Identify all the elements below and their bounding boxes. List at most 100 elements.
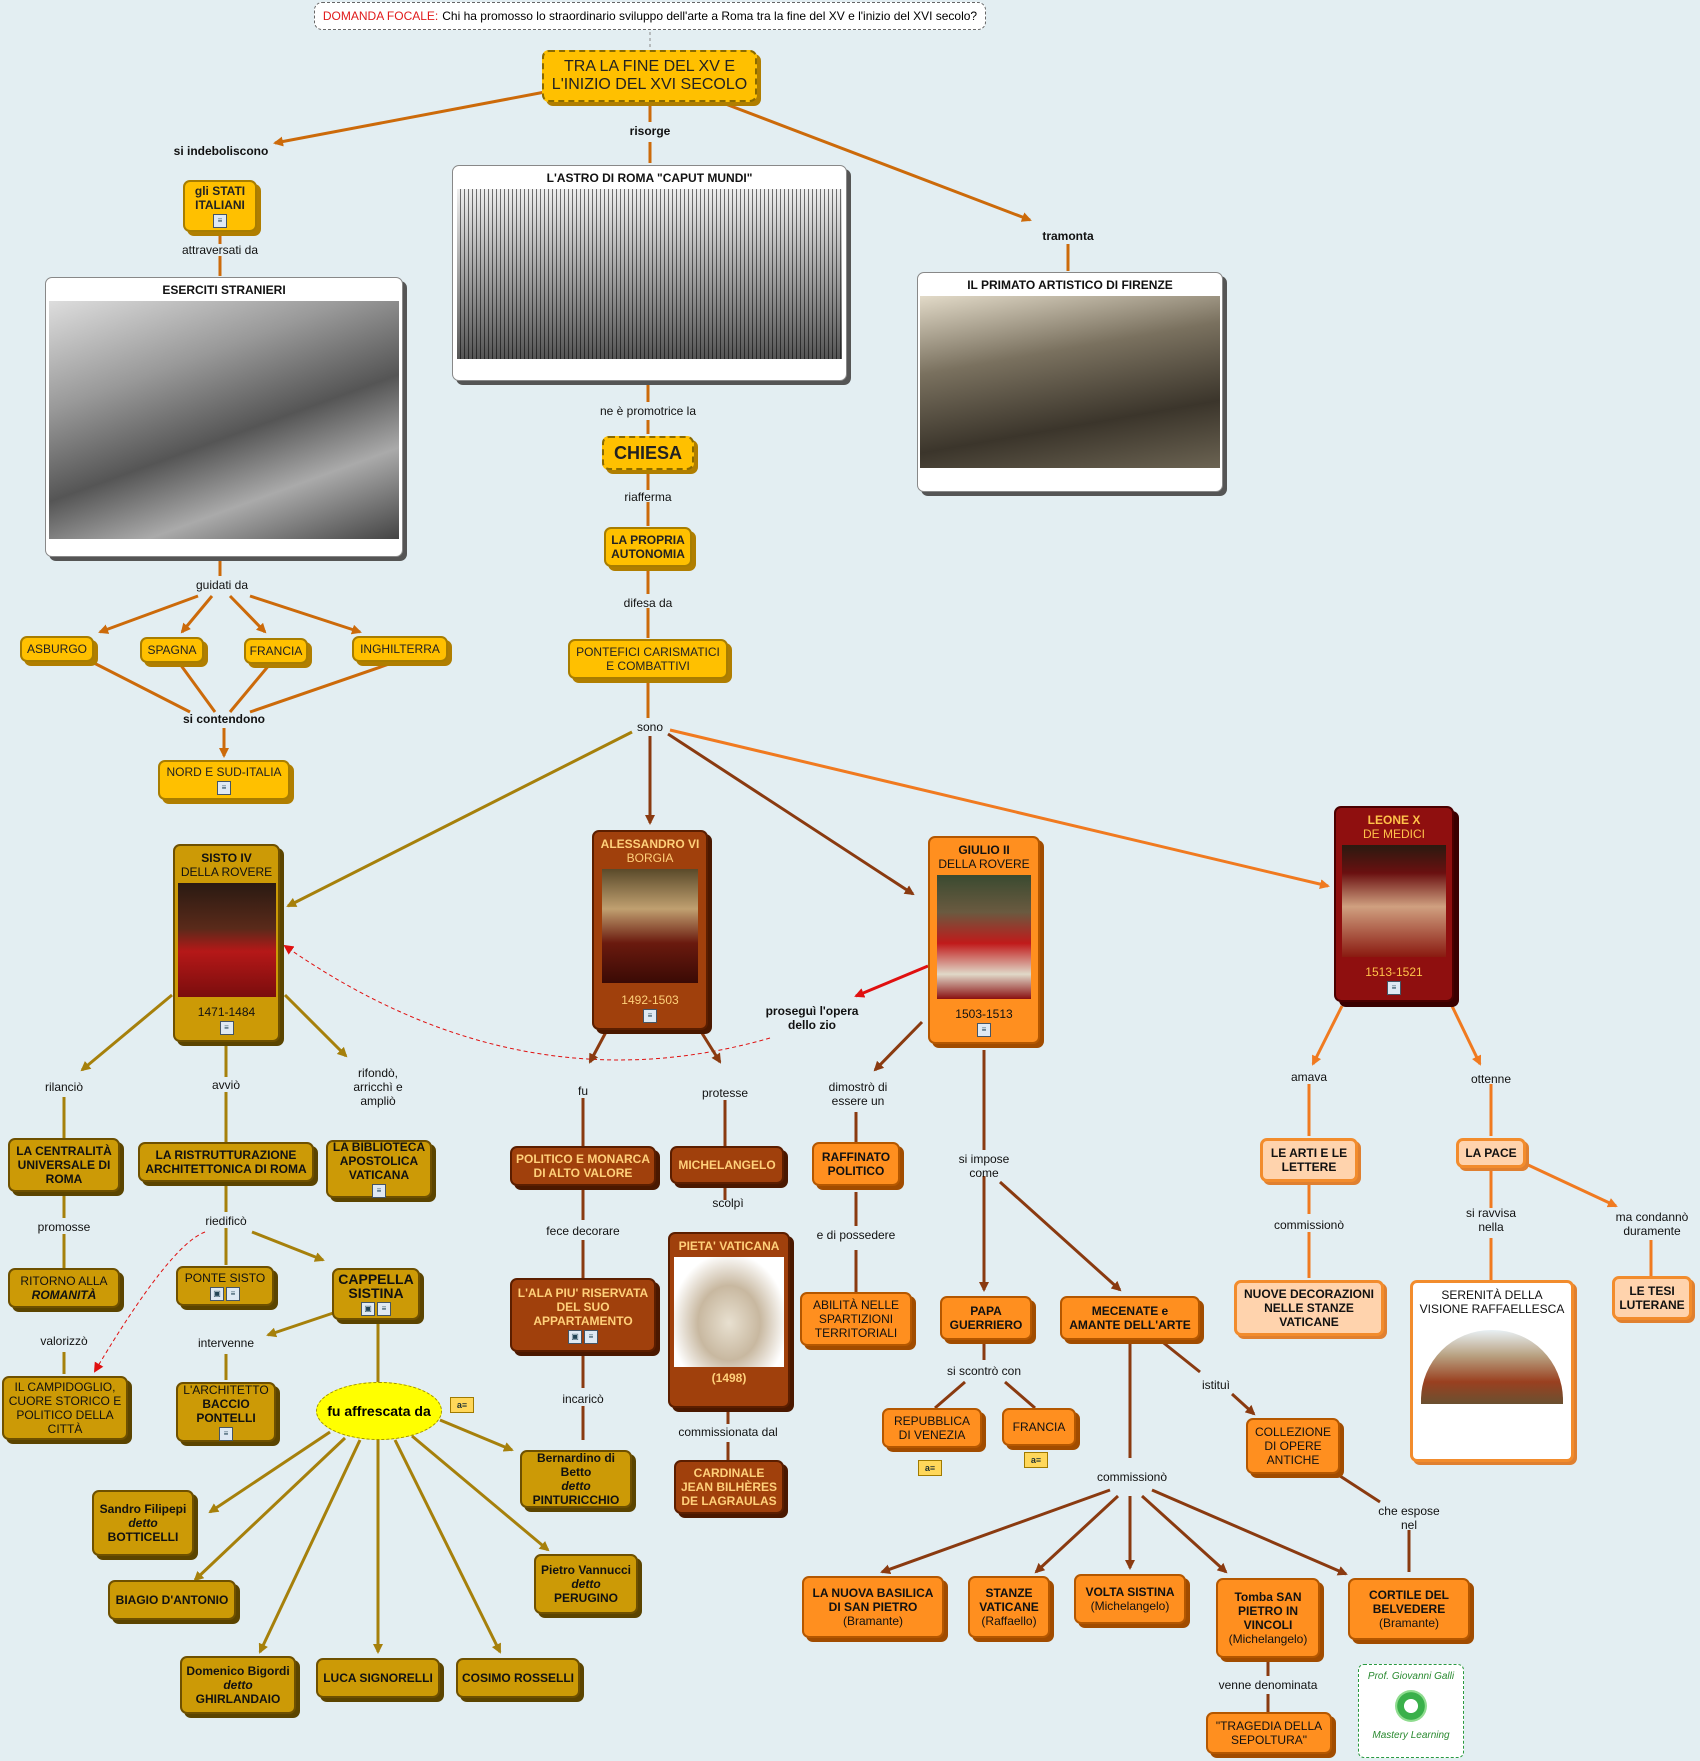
node-astro[interactable]: L'ASTRO DI ROMA "CAPUT MUNDI" — [452, 165, 847, 381]
node-sisto[interactable]: SISTO IV DELLA ROVERE 1471-1484 ≡ — [173, 844, 280, 1042]
node-tesi[interactable]: LE TESI LUTERANE — [1612, 1276, 1692, 1320]
node-biblioteca[interactable]: LA BIBLIOTECA APOSTOLICA VATICANA≡ — [326, 1140, 432, 1198]
node-campidoglio[interactable]: IL CAMPIDOGLIO, CUORE STORICO E POLITICO… — [2, 1376, 128, 1440]
node-abilita[interactable]: ABILITÀ NELLE SPARTIZIONI TERRITORIALI — [800, 1292, 912, 1346]
node-giulio[interactable]: GIULIO II DELLA ROVERE 1503-1513 ≡ — [928, 836, 1040, 1044]
florence-engraving-image — [920, 296, 1220, 468]
node-collezione[interactable]: COLLEZIONE DI OPERE ANTICHE — [1246, 1418, 1340, 1474]
note-icon[interactable]: ≡ — [643, 1009, 657, 1023]
note-icon[interactable]: ≡ — [217, 781, 231, 795]
note-icon[interactable]: ≡ — [377, 1302, 391, 1317]
node-venezia[interactable]: REPUBBLICA DI VENEZIA — [882, 1408, 982, 1448]
army-engraving-image — [49, 301, 399, 539]
node-cardinale[interactable]: CARDINALE JEAN BILHÈRES DE LAGRAULAS — [674, 1460, 784, 1514]
node-centralita[interactable]: LA CENTRALITÀ UNIVERSALE DI ROMA — [8, 1138, 120, 1192]
node-ritorno[interactable]: RITORNO ALLA ROMANITÀ — [8, 1268, 120, 1308]
node-signorelli[interactable]: LUCA SIGNORELLI — [316, 1658, 440, 1698]
node-rosselli[interactable]: COSIMO ROSSELLI — [456, 1658, 580, 1698]
node-asburgo[interactable]: ASBURGO — [20, 636, 94, 662]
node-nordsud[interactable]: NORD E SUD-ITALIA≡ — [158, 760, 290, 800]
image-icon[interactable]: ▣ — [568, 1330, 582, 1344]
basilica-line2: (Bramante) — [842, 1614, 904, 1628]
annotation-icon[interactable]: a≡ — [1024, 1452, 1048, 1468]
node-michelangelo[interactable]: MICHELANGELO — [670, 1146, 784, 1184]
node-inghilterra[interactable]: INGHILTERRA — [352, 636, 448, 662]
giulio-portrait-image — [937, 875, 1031, 999]
node-cortile[interactable]: CORTILE DEL BELVEDERE (Bramante) — [1348, 1578, 1470, 1640]
node-basilica[interactable]: LA NUOVA BASILICA DI SAN PIETRO (Bramant… — [802, 1576, 944, 1638]
node-nuove[interactable]: NUOVE DECORAZIONI NELLE STANZE VATICANE — [1234, 1280, 1384, 1336]
leone-portrait-image — [1342, 845, 1446, 957]
image-icon[interactable]: ▣ — [361, 1302, 375, 1317]
node-mecenate[interactable]: MECENATE e AMANTE DELL'ARTE — [1060, 1296, 1200, 1340]
node-ghirlandaio[interactable]: Domenico Bigordi detto GHIRLANDAIO — [180, 1656, 296, 1714]
ritorno-line2: ROMANITÀ — [31, 1288, 97, 1302]
node-tomba[interactable]: Tomba SAN PIETRO IN VINCOLI (Michelangel… — [1216, 1578, 1320, 1658]
note-icon[interactable]: ≡ — [213, 214, 227, 228]
sisto-name: SISTO IV — [201, 851, 252, 865]
node-autonomia[interactable]: LA PROPRIA AUTONOMIA — [604, 527, 692, 567]
node-ristrutturazione[interactable]: LA RISTRUTTURAZIONE ARCHITETTONICA DI RO… — [138, 1142, 314, 1182]
label-promosse: promosse — [37, 1220, 91, 1234]
note-icon[interactable]: ≡ — [219, 1021, 234, 1035]
annotation-icon[interactable]: a≡ — [450, 1397, 474, 1413]
node-tragedia[interactable]: "TRAGEDIA DELLA SEPOLTURA" — [1206, 1712, 1332, 1754]
node-arti[interactable]: LE ARTI E LE LETTERE — [1260, 1138, 1358, 1182]
note-icon[interactable]: ≡ — [584, 1330, 598, 1344]
node-raffinato[interactable]: RAFFINATO POLITICO — [812, 1142, 900, 1186]
node-serenita[interactable]: SERENITÀ DELLA VISIONE RAFFAELLESCA — [1410, 1280, 1574, 1462]
node-alessandro[interactable]: ALESSANDRO VI BORGIA 1492-1503 ≡ — [592, 830, 708, 1030]
annotation-icon[interactable]: a≡ — [918, 1460, 942, 1476]
node-pieta[interactable]: PIETA' VATICANA (1498) — [668, 1232, 790, 1408]
node-volta[interactable]: VOLTA SISTINA (Michelangelo) — [1074, 1574, 1186, 1624]
node-pace[interactable]: LA PACE — [1456, 1138, 1526, 1168]
node-pontesisto[interactable]: PONTE SISTO ▣≡ — [176, 1266, 274, 1306]
node-stati[interactable]: gli STATI ITALIANI≡ — [183, 180, 257, 232]
perugino-line1: Pietro Vannucci — [540, 1563, 632, 1577]
tomba-line2: (Michelangelo) — [1228, 1632, 1308, 1646]
node-firenze[interactable]: IL PRIMATO ARTISTICO DI FIRENZE — [917, 272, 1223, 492]
sisto-portrait-image — [177, 883, 276, 997]
note-icon[interactable]: ≡ — [219, 1427, 233, 1441]
node-rosselli-label: COSIMO ROSSELLI — [462, 1671, 575, 1685]
node-perugino[interactable]: Pietro Vannucci detto PERUGINO — [534, 1554, 638, 1614]
alessandro-name: ALESSANDRO VI — [600, 837, 700, 851]
node-eserciti[interactable]: ESERCITI STRANIERI — [45, 277, 403, 557]
note-icon[interactable]: ≡ — [372, 1184, 386, 1198]
label-scontro: si scontrò con — [946, 1364, 1022, 1378]
node-pontefici[interactable]: PONTEFICI CARISMATICI E COMBATTIVI — [568, 639, 728, 679]
node-pinturicchio[interactable]: Bernardino di Betto detto PINTURICCHIO — [520, 1450, 632, 1508]
credits-method: Mastery Learning — [1372, 1730, 1450, 1741]
node-root[interactable]: TRA LA FINE DEL XV E L'INIZIO DEL XVI SE… — [542, 50, 757, 102]
node-papa[interactable]: PAPA GUERRIERO — [940, 1296, 1032, 1340]
node-politico[interactable]: POLITICO E MONARCA DI ALTO VALORE — [510, 1146, 656, 1186]
label-promotrice: ne è promotrice la — [599, 404, 697, 418]
node-affrescata[interactable]: fu affrescata da — [316, 1382, 442, 1440]
node-botticelli[interactable]: Sandro Filipepi detto BOTTICELLI — [92, 1490, 194, 1556]
node-leone[interactable]: LEONE X DE MEDICI 1513-1521 ≡ — [1334, 806, 1454, 1002]
node-stanze[interactable]: STANZE VATICANE (Raffaello) — [968, 1576, 1050, 1638]
label-dimostro: dimostrò di essere un — [828, 1080, 888, 1108]
node-francia2[interactable]: FRANCIA — [1002, 1408, 1076, 1446]
raphael-fresco-image — [1421, 1330, 1563, 1404]
node-cappella[interactable]: CAPPELLA SISTINA ▣≡ — [332, 1268, 420, 1320]
node-spagna[interactable]: SPAGNA — [140, 637, 204, 663]
node-biagio[interactable]: BIAGIO D'ANTONIO — [108, 1580, 236, 1620]
node-chiesa[interactable]: CHIESA — [602, 436, 694, 470]
note-icon[interactable]: ≡ — [1387, 981, 1401, 995]
node-ala[interactable]: L'ALA PIU' RISERVATA DEL SUO APPARTAMENT… — [510, 1278, 656, 1352]
label-riedifico: riedificò — [205, 1214, 247, 1228]
node-eserciti-label: ESERCITI STRANIERI — [162, 283, 286, 297]
note-icon[interactable]: ≡ — [977, 1023, 991, 1037]
label-guidati: guidati da — [195, 578, 249, 592]
alessandro-portrait-image — [602, 869, 698, 983]
image-icon[interactable]: ▣ — [210, 1287, 224, 1301]
ritorno-line1: RITORNO ALLA — [20, 1274, 108, 1288]
node-francia[interactable]: FRANCIA — [244, 638, 308, 664]
note-icon[interactable]: ≡ — [226, 1287, 240, 1301]
stanze-line2: (Raffaello) — [981, 1614, 1037, 1628]
node-venezia-label: REPUBBLICA DI VENEZIA — [893, 1414, 971, 1442]
node-baccio[interactable]: L'ARCHITETTO BACCIO PONTELLI ≡ — [176, 1382, 276, 1442]
label-tramonta: tramonta — [1042, 229, 1094, 243]
